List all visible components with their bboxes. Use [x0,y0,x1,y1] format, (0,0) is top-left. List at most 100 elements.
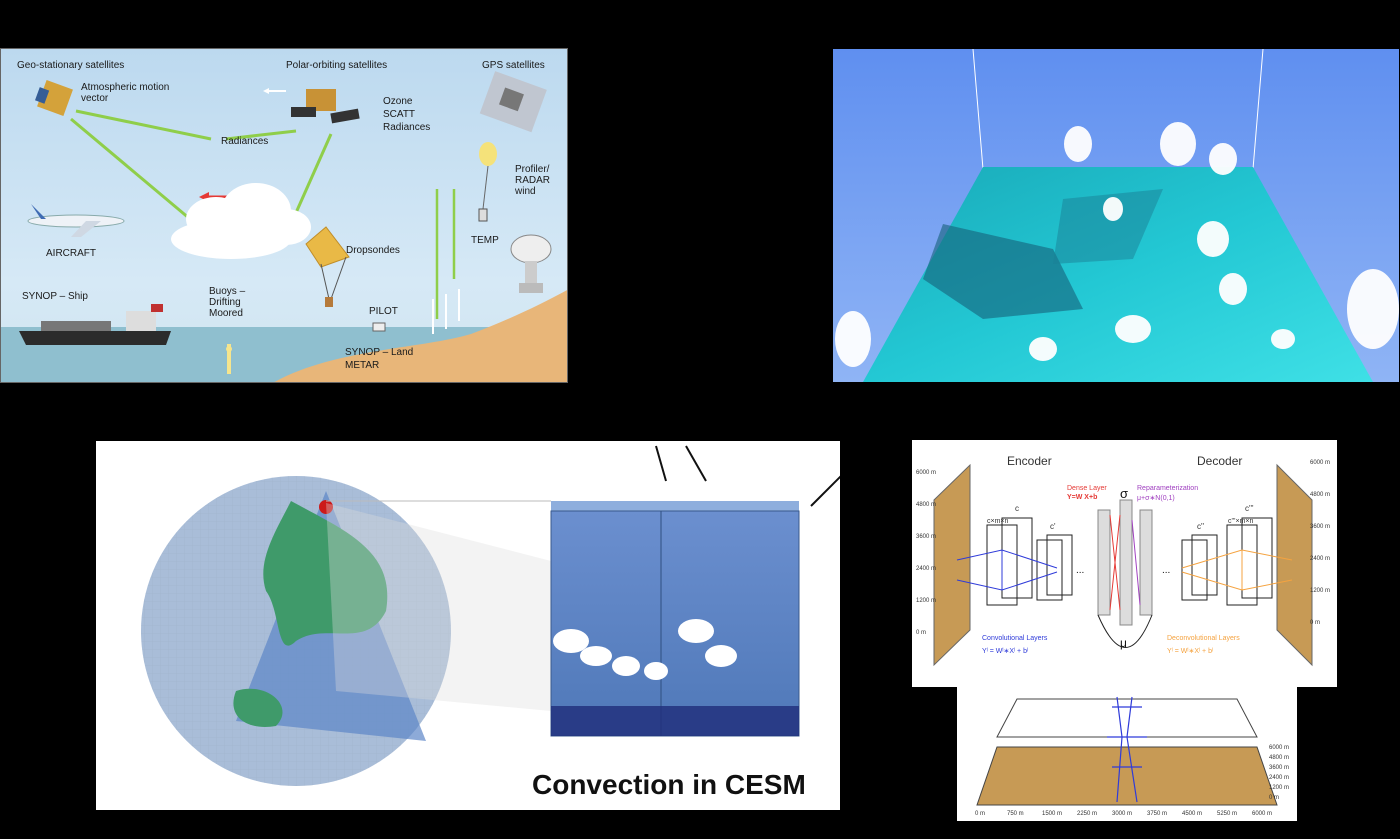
left-tick-0: 6000 m [916,470,937,476]
dense-equation: Y=W X+b [1067,494,1098,501]
cesm-caption: Convection in CESM [532,769,806,800]
right-tick-4: 1200 m [1310,588,1331,594]
c2-label: c'' [1197,522,1205,531]
bottom-x-tick-2: 1500 m [1042,811,1063,817]
bottom-x-tick-6: 4500 m [1182,811,1203,817]
bottom-x-tick-1: 750 m [1007,811,1024,817]
cmn2-label: c'''×m×n [1228,518,1254,525]
amv-label: Atmospheric motion vector [81,82,170,104]
vae-architecture-panel: ... ... Encoder Decoder Dense Layer Y=W … [912,440,1337,687]
aircraft-label: AIRCRAFT [46,248,96,259]
vae-diagram: ... ... [933,463,1313,667]
radiances-label: Radiances [221,136,269,147]
polar-satellite-icon [291,89,360,124]
bottom-x-tick-3: 2250 m [1077,811,1098,817]
right-tick-3: 2400 m [1310,556,1331,562]
amv-arrow [75,109,212,141]
geo-to-cloud-arrow [70,117,197,226]
cmn-label: c×m×n [987,518,1009,525]
c3-label: c''' [1245,504,1254,513]
c1-label: c' [1050,522,1056,531]
synop-ship-label: SYNOP – Ship [22,291,88,302]
reparam-equation: μ+σ∗N(0,1) [1137,495,1175,502]
bottom-slab [976,746,1278,806]
ozone-label: Ozone [383,96,413,107]
left-tick-1: 4800 m [916,502,937,508]
vertical-profile [1107,696,1147,803]
left-tick-5: 0 m [916,630,927,636]
cloud-tops [835,122,1399,367]
bottom-z-tick-4: 1200 m [1269,785,1290,791]
right-tick-5: 0 m [1310,620,1321,626]
ship-icon [19,304,171,345]
pilot-label: PILOT [369,306,398,317]
conv-layers-label: Convolutional Layers [982,635,1048,642]
right-tick-2: 3600 m [1310,524,1331,530]
svg-text:...: ... [1076,565,1084,576]
bottom-x-tick-0: 0 m [975,811,986,817]
input-slab [933,463,971,667]
les-cloud-field-panel [833,49,1399,382]
left-tick-4: 1200 m [916,598,937,604]
bottom-x-tick-7: 5250 m [1217,811,1238,817]
scatt-label: SCATT [383,109,416,120]
sigma-label: σ [1120,486,1129,501]
bottom-x-tick-8: 6000 m [1252,811,1273,817]
column-surface [551,706,799,736]
profiler-label: Profiler/ RADAR wind [515,164,551,197]
bottom-z-tick-1: 4800 m [1269,755,1290,761]
geo-satellite-icon [35,80,73,116]
svg-text:...: ... [1162,565,1170,576]
les-3d-rendering [835,49,1399,382]
continent [263,501,388,646]
vae-bottom-slab-panel: 0 m 750 m 1500 m 2250 m 3000 m 3750 m 45… [957,687,1297,821]
conv-equation: Yˡ = Wˡ∗Xˡ + bˡ [982,648,1029,655]
globe-and-column-diagram [141,445,840,786]
observing-system-illustration [1,71,567,382]
cesm-convection-panel: Convection in CESM [96,441,840,810]
metar-label: METAR [345,360,380,371]
bottom-z-tick-0: 6000 m [1269,745,1290,751]
bottom-slab-diagram [976,696,1278,806]
bottom-x-tick-5: 3750 m [1147,811,1168,817]
deconv-equation: Yˡ = Wˡ∗Xˡ + bˡ [1167,648,1214,655]
mu-label: μ [1120,636,1127,650]
left-tick-2: 3600 m [916,534,937,540]
aircraft-icon [27,204,125,237]
polar-to-cloud-arrow [289,133,333,225]
radar-dish-icon [510,234,552,293]
observing-system-panel: Geo-stationary satellites Polar-orbiting… [0,48,568,383]
dense-layer-label: Dense Layer [1067,485,1107,492]
output-slab [1276,463,1313,667]
synop-land-label: SYNOP – Land [345,347,414,358]
wind-profiler-icon [432,289,460,334]
radiances-right-label: Radiances [383,122,431,133]
decoder-title: Decoder [1197,454,1243,468]
land [274,290,567,382]
pilot-station-icon [372,322,386,332]
dropsondes-label: Dropsondes [346,245,400,256]
left-tick-3: 2400 m [916,566,937,572]
temp-label: TEMP [471,235,499,246]
bottom-z-tick-3: 2400 m [1269,775,1290,781]
bottom-z-tick-5: 0 m [1269,795,1280,801]
dropsonde-icon [305,226,350,307]
encoder-title: Encoder [1007,454,1052,468]
right-tick-0: 6000 m [1310,460,1331,466]
cloud-icon [171,183,311,259]
column-box [550,510,800,737]
buoy-icon [226,344,232,374]
polar-satellites-label: Polar-orbiting satellites [286,60,388,71]
geo-satellites-label: Geo-stationary satellites [17,60,125,71]
reparam-label: Reparameterization [1137,485,1199,492]
bottom-z-tick-2: 3600 m [1269,765,1290,771]
polar-arrow [225,129,297,141]
gps-satellite-icon [479,71,547,133]
gps-satellites-label: GPS satellites [482,60,545,71]
c-label: c [1015,504,1019,513]
bottom-x-tick-4: 3000 m [1112,811,1133,817]
right-tick-1: 4800 m [1310,492,1331,498]
column-clouds [553,619,737,680]
cloud-field-surface [863,167,1373,382]
buoys-label: Buoys – Drifting Moored [209,286,246,319]
